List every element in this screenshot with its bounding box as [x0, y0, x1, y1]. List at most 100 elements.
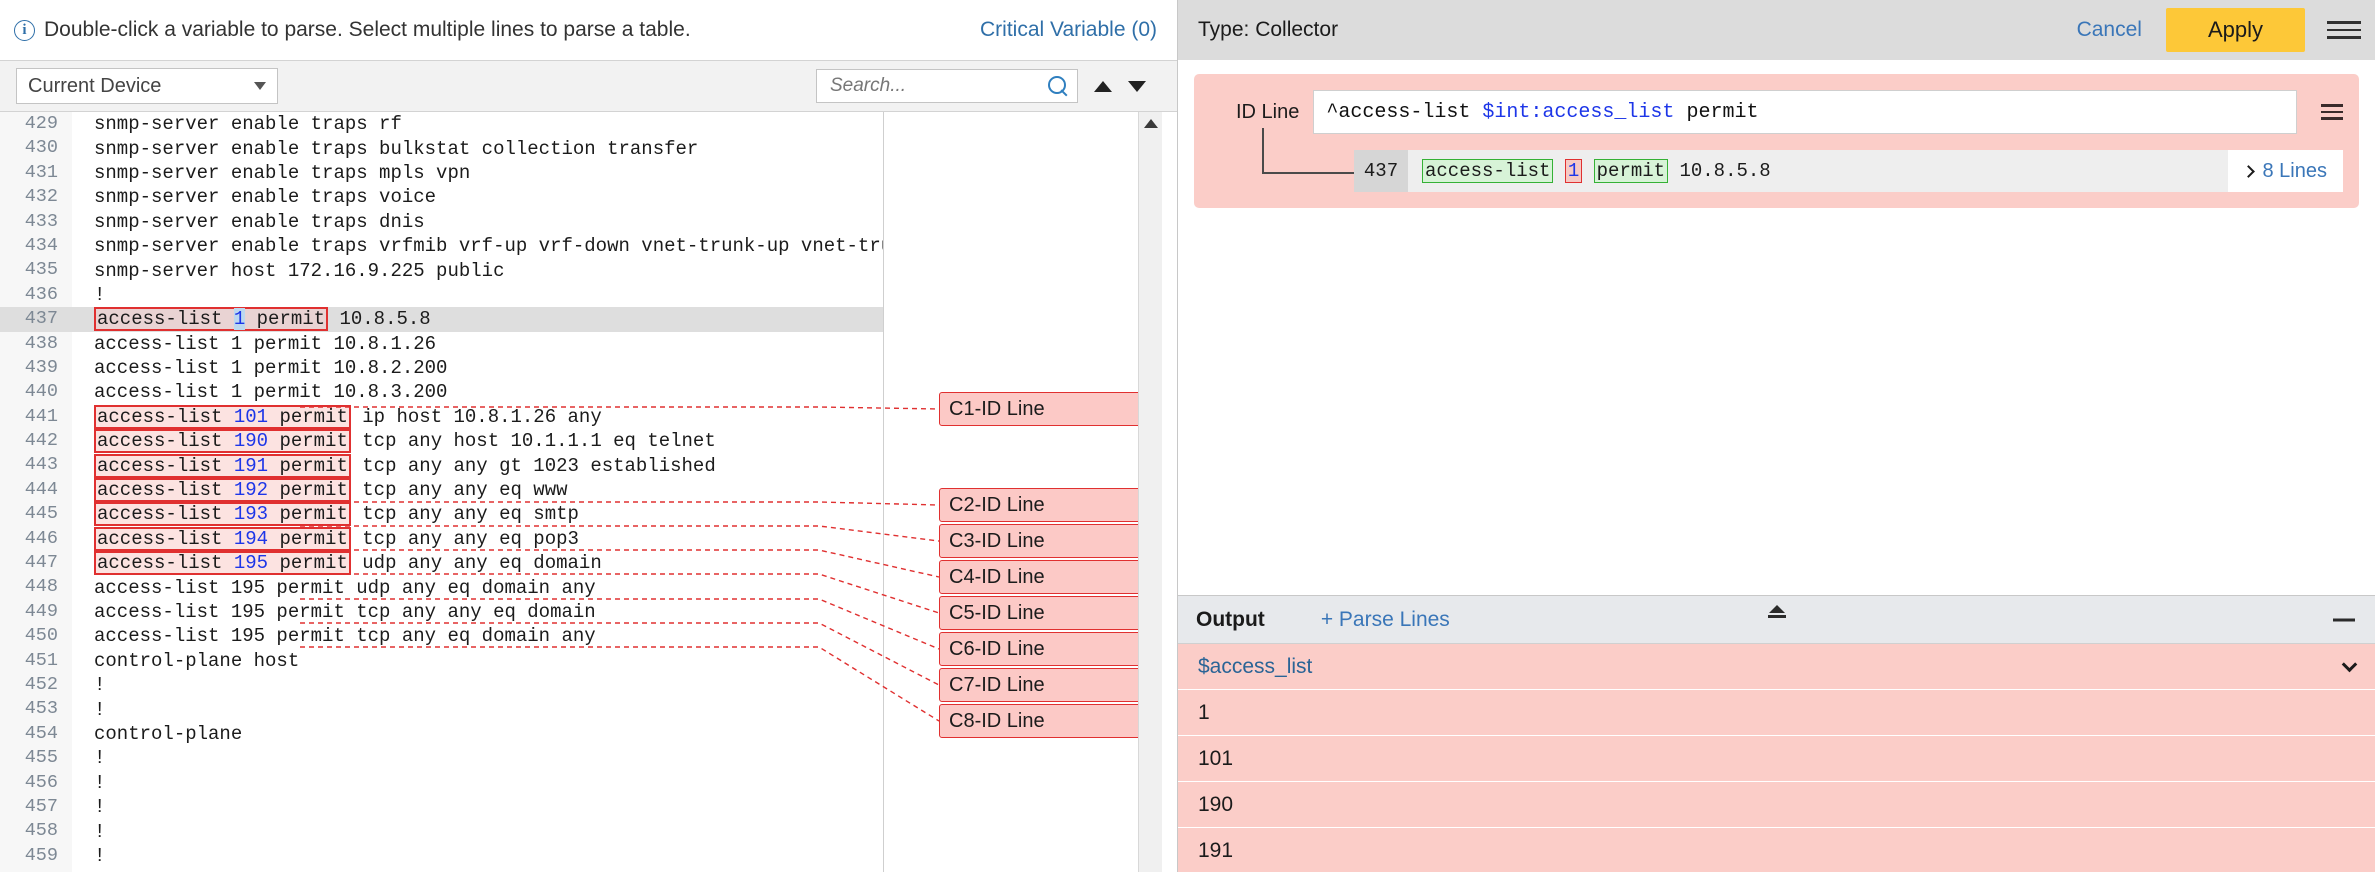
- apply-button[interactable]: Apply: [2165, 8, 2305, 52]
- config-toolbar: Current Device: [0, 60, 1177, 112]
- output-variable-name: $access_list: [1198, 654, 1313, 678]
- output-value-row[interactable]: 101: [1178, 736, 2375, 782]
- code-scrollbar[interactable]: [1138, 112, 1162, 872]
- chevron-right-icon: [2241, 164, 2255, 178]
- code-line-text: access-list 1 permit 10.8.3.200: [94, 381, 448, 404]
- output-value-row[interactable]: 190: [1178, 782, 2375, 828]
- code-line[interactable]: 456!: [0, 770, 883, 795]
- code-line-text: !: [94, 698, 106, 721]
- search-prev-icon[interactable]: [1094, 80, 1112, 92]
- code-line-text: access-list 1 permit 10.8.2.200: [94, 357, 448, 380]
- code-line-rest: udp any any eq domain: [350, 552, 602, 575]
- code-line-text: access-list 1 permit 10.8.1.26: [94, 332, 437, 355]
- preview-token-keyword2: permit: [1593, 159, 1669, 183]
- code-line-number: 433: [0, 209, 72, 234]
- callout-id-line[interactable]: C3-ID Line: [939, 524, 1144, 558]
- code-line-number: 454: [0, 721, 72, 747]
- search-next-icon[interactable]: [1128, 80, 1146, 92]
- search-box[interactable]: [816, 69, 1078, 103]
- device-select[interactable]: Current Device: [16, 68, 278, 104]
- parse-lines-button[interactable]: + Parse Lines: [1320, 607, 1450, 631]
- matched-variable: 194: [233, 527, 269, 550]
- chevron-down-icon[interactable]: [2341, 656, 2358, 672]
- callout-id-line[interactable]: C5-ID Line: [939, 596, 1144, 630]
- callout-id-line[interactable]: C8-ID Line: [939, 704, 1144, 738]
- config-pane: i Double-click a variable to parse. Sele…: [0, 0, 1178, 872]
- hamburger-menu-icon[interactable]: [2327, 21, 2361, 39]
- matched-segment: access-list 1 permit: [94, 307, 329, 332]
- callout-id-line[interactable]: C6-ID Line: [939, 632, 1144, 666]
- code-line-text: !: [94, 869, 105, 872]
- output-values-list: 1101190191192: [1178, 690, 2375, 872]
- id-line-connector: [1262, 128, 1354, 174]
- code-line[interactable]: 455!: [0, 746, 883, 771]
- code-line[interactable]: 436!: [0, 282, 883, 308]
- code-line[interactable]: 457!: [0, 794, 883, 820]
- search-icon[interactable]: [1047, 75, 1069, 97]
- cancel-button[interactable]: Cancel: [2076, 18, 2142, 41]
- id-line-input[interactable]: ^access-list $int:access_list permit: [1313, 90, 2297, 134]
- callout-label: C4-ID Line: [949, 565, 1045, 588]
- matched-variable: 195: [233, 552, 269, 575]
- code-line[interactable]: 460!: [0, 868, 883, 872]
- minimize-icon[interactable]: [2333, 618, 2355, 621]
- hint-text: Double-click a variable to parse. Select…: [44, 18, 691, 41]
- code-line[interactable]: 458!: [0, 819, 883, 844]
- matched-segment: access-list 195 permit: [94, 551, 351, 576]
- id-line-card: ID Line ^access-list $int:access_list pe…: [1194, 74, 2359, 208]
- callout-id-line[interactable]: C1-ID Line: [939, 392, 1144, 426]
- output-value-row[interactable]: 1: [1178, 690, 2375, 736]
- eject-icon[interactable]: [1767, 605, 1787, 618]
- code-line-number: 455: [0, 746, 72, 771]
- code-line-text: access-list 195 permit tcp any any eq do…: [94, 601, 596, 623]
- callout-label: C2-ID Line: [949, 493, 1045, 516]
- search-input[interactable]: [828, 74, 1028, 98]
- preview-lines-toggle[interactable]: 8 Lines: [2227, 150, 2343, 192]
- code-line-text: snmp-server enable traps bulkstat collec…: [94, 137, 699, 160]
- code-line-number: 448: [0, 575, 72, 600]
- scroll-up-arrow-icon[interactable]: [1143, 119, 1158, 128]
- code-line[interactable]: 452!: [0, 672, 883, 698]
- output-variable-row[interactable]: $access_list: [1178, 644, 2375, 690]
- matched-variable: 101: [233, 405, 269, 428]
- callout-id-line[interactable]: C2-ID Line: [939, 488, 1144, 522]
- collector-pane: Type: Collector Cancel Apply ID Line ^ac…: [1178, 0, 2375, 872]
- critical-variable-link[interactable]: Critical Variable (0): [980, 18, 1157, 41]
- output-value-row[interactable]: 191: [1178, 828, 2375, 872]
- callout-id-line[interactable]: C4-ID Line: [939, 560, 1144, 594]
- code-line-number: 440: [0, 380, 72, 405]
- code-line[interactable]: 440 access-list 1 permit 10.8.3.200: [0, 380, 883, 405]
- code-line[interactable]: 453!: [0, 697, 883, 722]
- code-line-rest: tcp any any gt 1023 established: [350, 454, 716, 477]
- hamburger-options-icon[interactable]: [2321, 104, 2343, 120]
- matched-variable: 190: [233, 430, 269, 453]
- code-line[interactable]: 459!: [0, 843, 883, 869]
- callout-label: C1-ID Line: [949, 397, 1045, 420]
- callout-id-line[interactable]: C7-ID Line: [939, 668, 1144, 702]
- code-line-number: 443: [0, 453, 72, 478]
